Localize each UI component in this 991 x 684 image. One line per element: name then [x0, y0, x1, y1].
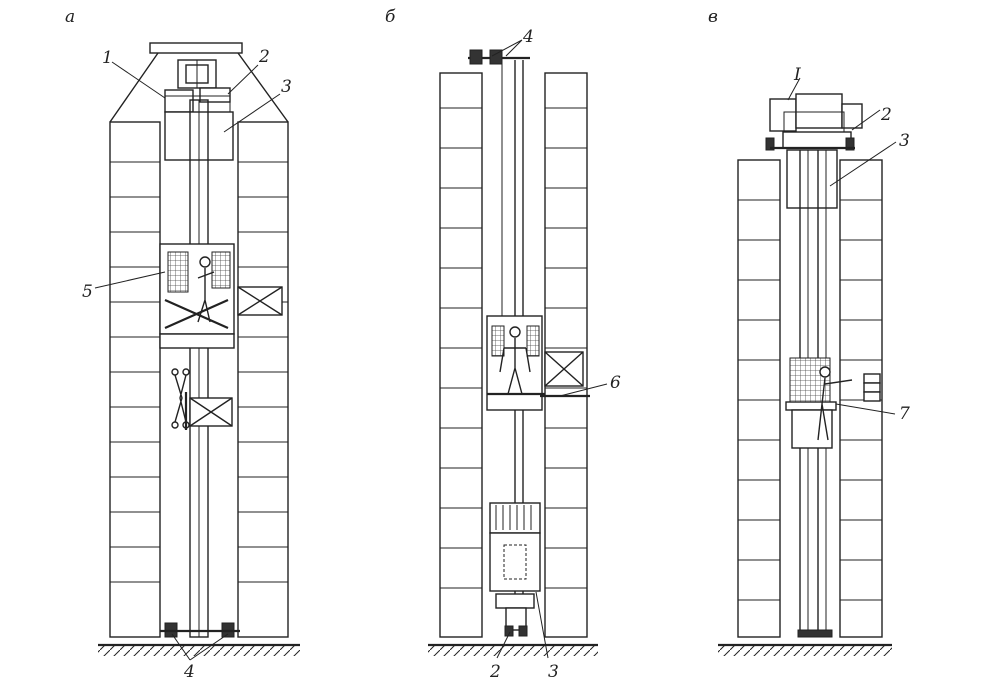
label-b-3: 3: [548, 662, 559, 682]
panel-a-left-rack: [109, 121, 161, 638]
operator-figure: [819, 366, 831, 378]
panel-c-cabin: [785, 357, 853, 449]
panel-c: в: [708, 7, 910, 656]
label-c-7: 7: [899, 404, 910, 424]
panel-a-load-lower: [189, 397, 233, 427]
panel-a-load-upper: [237, 286, 283, 316]
label-a-1: 1: [102, 48, 113, 68]
panel-b-load: [540, 351, 590, 398]
label-c-2: 2: [880, 105, 892, 125]
panel-a: а: [65, 7, 300, 682]
panel-c-right-rack: [839, 159, 883, 638]
panel-a-roof: [109, 42, 289, 123]
panel-b-left-rack: [439, 72, 483, 638]
panel-a-forks: [171, 368, 190, 430]
panel-c-ground: [718, 643, 892, 656]
label-c-3: 3: [899, 131, 910, 151]
panel-c-leaders: [787, 77, 897, 415]
panel-a-right-rack: [237, 121, 289, 638]
panel-b-ground: [428, 643, 598, 656]
panel-a-cabin: [159, 243, 235, 349]
label-b-2: 2: [489, 662, 501, 682]
panel-a-leaders: [94, 61, 281, 661]
label-a-3: 3: [281, 77, 292, 97]
operator-figure: [509, 326, 521, 338]
panel-c-left-rack: [737, 159, 781, 638]
panel-c-letter: в: [708, 7, 718, 27]
panel-b-letter: б: [385, 7, 396, 27]
panel-a-top-drive: [164, 59, 231, 113]
panel-b-leaders: [491, 39, 608, 659]
panel-c-top-drive: [765, 93, 863, 151]
panel-a-ground: [98, 643, 300, 656]
label-b-6: 6: [610, 373, 621, 393]
panel-b-bottom-carriage: [489, 502, 541, 637]
panel-a-letter: а: [65, 7, 75, 27]
panel-c-base: [797, 629, 833, 638]
panel-b-top-rail: [468, 49, 530, 65]
label-a-5: 5: [82, 282, 93, 302]
panel-a-wheels: [160, 622, 240, 638]
label-a-4: 4: [183, 662, 195, 682]
panel-b-cabin: [486, 315, 545, 411]
label-b-4: 4: [522, 27, 534, 47]
panel-b: б: [385, 7, 621, 682]
operator-figure: [199, 256, 211, 268]
label-c-1: I: [793, 65, 801, 85]
panel-a-mast: [189, 99, 209, 638]
label-a-2: 2: [258, 47, 270, 67]
panel-c-cargo-stack: [863, 373, 881, 402]
